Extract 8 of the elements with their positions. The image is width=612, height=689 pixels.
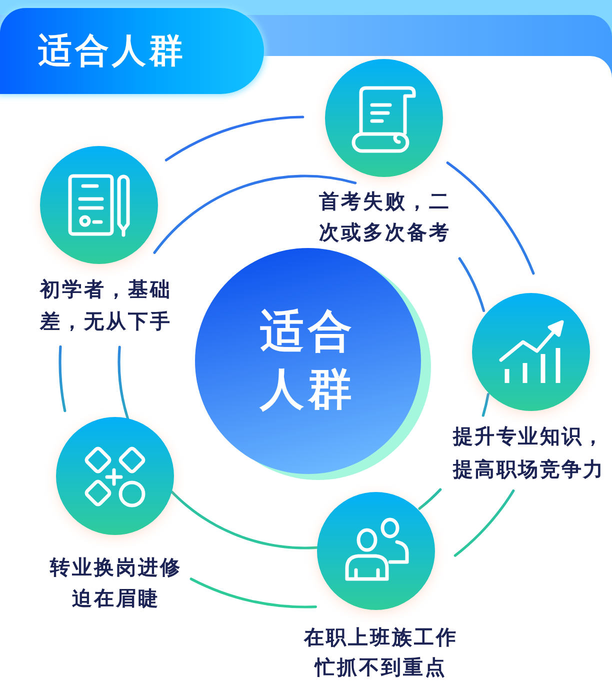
topic-label: 首考失败，二次或多次备考 [319, 188, 452, 246]
topic-label: 初学者，基础差，无从下手 [40, 276, 173, 335]
topic-label: 转业换岗进修迫在眉睫 [48, 554, 183, 612]
topic-label: 提升专业知识，提高职场竞争力 [453, 423, 606, 483]
title-tab: 适合人群 [0, 8, 264, 94]
center-label: 适合人群 [258, 305, 357, 417]
orbit-connector [170, 490, 318, 550]
topic-label: 在职上班族工作忙抓不到重点 [302, 624, 459, 681]
